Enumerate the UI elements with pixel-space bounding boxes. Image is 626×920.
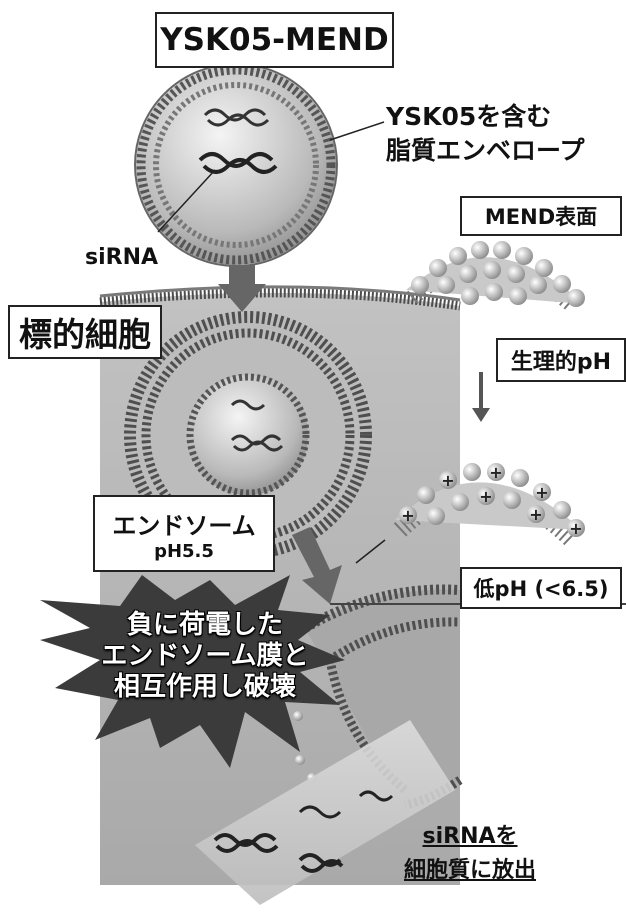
positive-charge-icon: + + + + + + + (401, 463, 582, 538)
title-box: YSK05-MEND (155, 12, 394, 68)
burst-text-line1: 負に荷電した (126, 610, 283, 640)
low-ph-label: 低pH (<6.5) (460, 567, 622, 609)
envelope-label: YSK05を含む 脂質エンベロープ (386, 100, 585, 168)
mend-particle (134, 63, 385, 267)
endosome-ph: pH5.5 (154, 540, 214, 562)
mend-surface-neutral (406, 241, 585, 312)
svg-text:+: + (401, 506, 414, 525)
disruption-burst (40, 575, 345, 768)
physiological-ph-label: 生理的pH (496, 338, 626, 382)
release-label-line1: siRNAを (422, 824, 518, 849)
svg-text:+: + (441, 471, 454, 490)
mend-surface-label: MEND表面 (460, 196, 622, 236)
envelope-label-line1: YSK05を含む (386, 102, 552, 131)
endosome-name: エンドソーム (112, 511, 256, 540)
target-cell-label: 標的細胞 (8, 305, 162, 359)
release-label: siRNAを 細胞質に放出 (404, 820, 536, 888)
endosome-label: エンドソーム pH5.5 (93, 495, 275, 572)
sirna-label: siRNA (85, 245, 159, 270)
disruption-arrow (292, 527, 342, 604)
mend-surface-charged: + + + + + + + (355, 463, 585, 564)
envelope-label-line2: 脂質エンベロープ (386, 136, 585, 165)
burst-text-line3: 相互作用し破壊 (113, 672, 296, 702)
release-label-line2: 細胞質に放出 (404, 858, 537, 883)
burst-text-line2: エンドソーム膜と (101, 641, 309, 671)
entry-arrow (218, 265, 266, 312)
burst-text: 負に荷電した エンドソーム膜と 相互作用し破壊 (60, 610, 350, 703)
svg-text:+: + (569, 519, 582, 538)
release-cone (195, 720, 455, 905)
svg-text:+: + (479, 487, 492, 506)
svg-text:+: + (535, 483, 548, 502)
svg-text:+: + (489, 463, 502, 482)
ph-down-arrow (472, 372, 490, 422)
svg-text:+: + (529, 505, 542, 524)
